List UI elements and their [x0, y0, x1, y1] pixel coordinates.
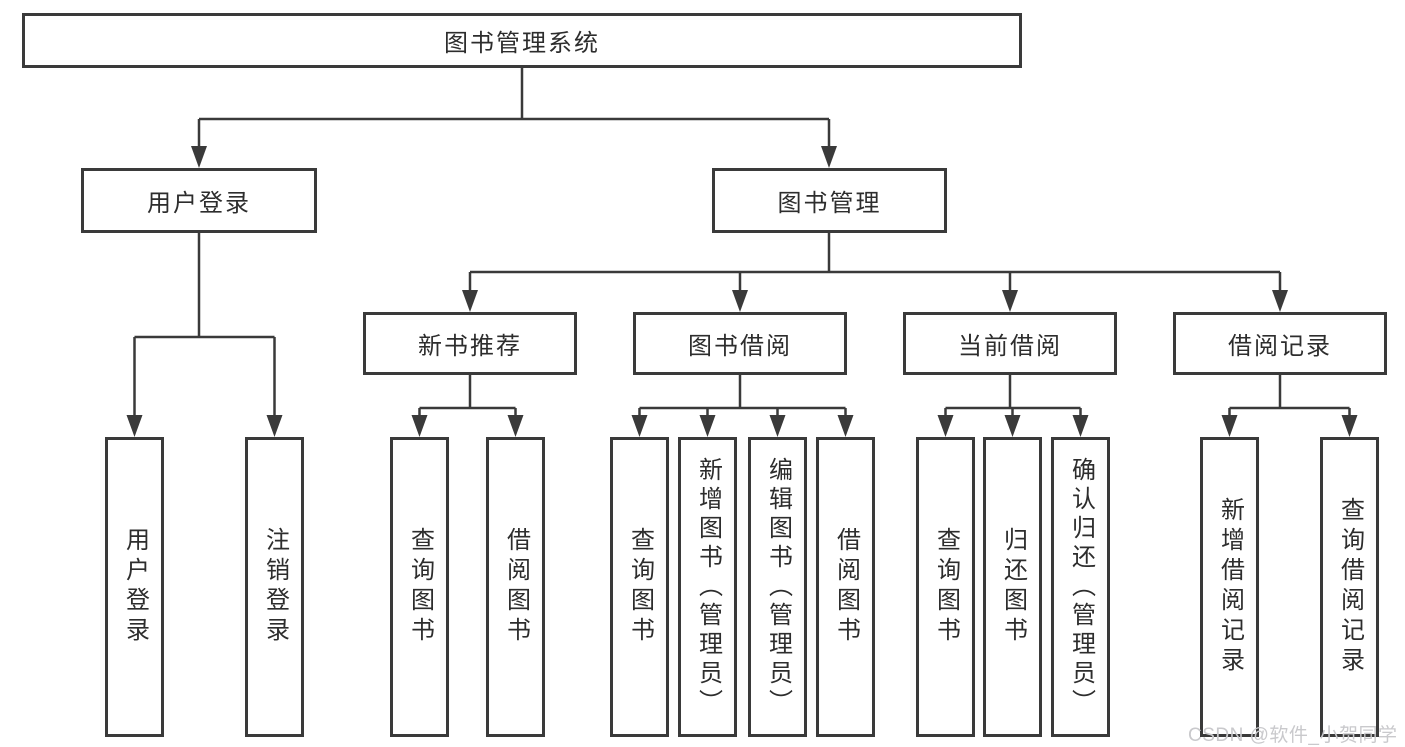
- node-label: 确认归还（管理员）: [1067, 456, 1095, 718]
- leaf-record-query-borrow-record: 查询借阅记录: [1320, 437, 1379, 737]
- node-label: 新增图书（管理员）: [694, 456, 722, 718]
- leaf-newbook-query-books: 查询图书: [390, 437, 449, 737]
- arrowhead: [266, 415, 283, 437]
- leaf-borrow-edit-books-admin: 编辑图书（管理员）: [748, 437, 807, 737]
- node-label: 归还图书: [999, 527, 1027, 647]
- leaf-record-add-borrow-record: 新增借阅记录: [1200, 437, 1259, 737]
- arrowhead: [1272, 290, 1288, 312]
- arrowhead: [937, 415, 954, 437]
- arrowhead: [126, 415, 143, 437]
- node-label: 借阅图书: [502, 527, 530, 647]
- arrowhead: [462, 290, 478, 312]
- connector-book-mgmt-to-level3: [462, 233, 1288, 312]
- node-label: 用户登录: [121, 527, 149, 647]
- arrowhead: [1004, 415, 1021, 437]
- node-label: 图书借阅: [688, 333, 792, 360]
- arrowhead: [837, 415, 854, 437]
- node-label: 编辑图书（管理员）: [764, 456, 792, 718]
- node-label: 查询图书: [626, 527, 654, 647]
- arrowhead: [507, 415, 524, 437]
- connector-borrow-record-to-leaves: [1221, 375, 1358, 437]
- node-label: 借阅图书: [832, 527, 860, 647]
- leaf-borrow-add-books-admin: 新增图书（管理员）: [678, 437, 737, 737]
- arrowhead: [821, 146, 837, 168]
- node-label: 注销登录: [261, 527, 289, 647]
- csdn-watermark: CSDN @软件_小贺同学: [1188, 725, 1398, 746]
- arrowhead: [631, 415, 648, 437]
- node-label: 新增借阅记录: [1216, 497, 1244, 677]
- leaf-current-query-books: 查询图书: [916, 437, 975, 737]
- node-label: 图书管理系统: [444, 30, 600, 57]
- node-new-book-recommend: 新书推荐: [363, 312, 577, 375]
- leaf-user-login: 用户登录: [105, 437, 164, 737]
- node-label: 查询图书: [406, 527, 434, 647]
- arrowhead: [769, 415, 786, 437]
- leaf-newbook-borrow-books: 借阅图书: [486, 437, 545, 737]
- leaf-borrow-query-books: 查询图书: [610, 437, 669, 737]
- leaf-borrow-borrow-books: 借阅图书: [816, 437, 875, 737]
- leaf-current-return-books: 归还图书: [983, 437, 1042, 737]
- node-borrow-record: 借阅记录: [1173, 312, 1387, 375]
- arrowhead: [1221, 415, 1238, 437]
- node-label: 借阅记录: [1228, 333, 1332, 360]
- node-current-borrow: 当前借阅: [903, 312, 1117, 375]
- arrowhead: [699, 415, 716, 437]
- node-label: 新书推荐: [418, 333, 522, 360]
- leaf-logout-login: 注销登录: [245, 437, 304, 737]
- arrowhead: [1341, 415, 1358, 437]
- node-user-login: 用户登录: [81, 168, 317, 233]
- arrowhead: [411, 415, 428, 437]
- node-book-borrow: 图书借阅: [633, 312, 847, 375]
- connector-current-borrow-to-leaves: [937, 375, 1089, 437]
- connector-root-to-level2: [191, 68, 837, 168]
- leaf-current-confirm-return-admin: 确认归还（管理员）: [1051, 437, 1110, 737]
- node-label: 用户登录: [147, 190, 251, 217]
- arrowhead: [732, 290, 748, 312]
- node-label: 图书管理: [777, 190, 882, 217]
- connector-book-borrow-to-leaves: [631, 375, 854, 437]
- node-root-library-system: 图书管理系统: [22, 13, 1022, 68]
- arrowhead: [1072, 415, 1089, 437]
- arrowhead: [1002, 290, 1018, 312]
- node-label: 当前借阅: [958, 333, 1062, 360]
- connector-user-login-to-leaves: [126, 233, 283, 437]
- arrowhead: [191, 146, 207, 168]
- node-label: 查询借阅记录: [1336, 497, 1364, 677]
- node-book-management: 图书管理: [712, 168, 947, 233]
- node-label: 查询图书: [932, 527, 960, 647]
- connector-new-book-to-leaves: [411, 375, 524, 437]
